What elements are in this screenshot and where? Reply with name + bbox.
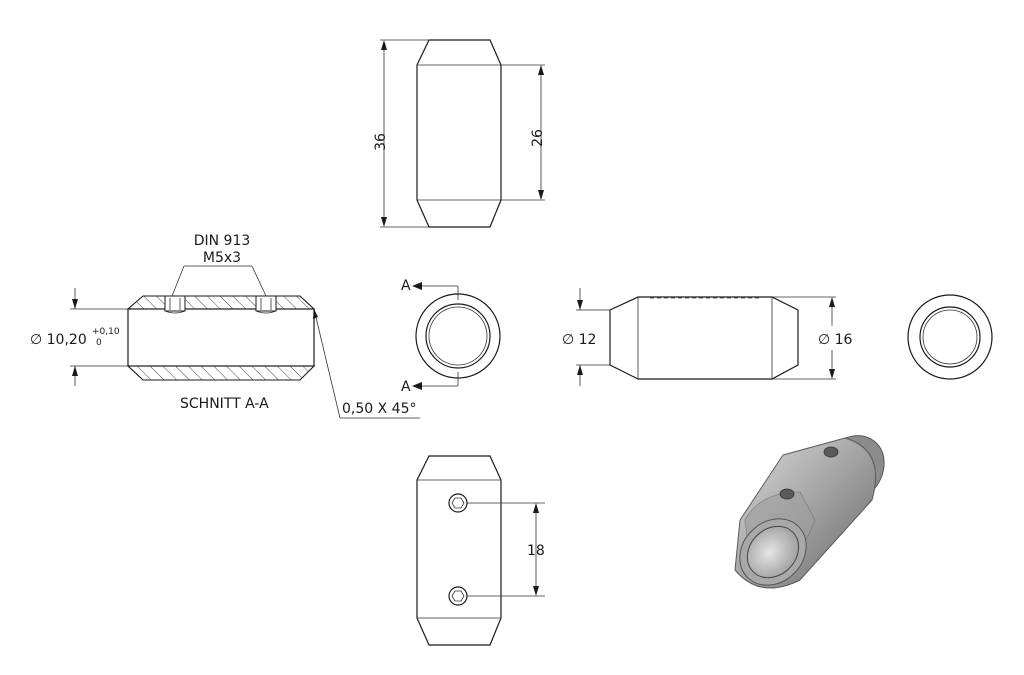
- side-view-outline: [609, 296, 799, 380]
- bore-dim: ∅ 10,20: [30, 332, 87, 348]
- screw-label-din: DIN 913: [194, 233, 251, 249]
- top-view-outline: [416, 39, 502, 228]
- section-wall-top: [126, 295, 316, 310]
- bore-tol-upper: +0,10: [92, 327, 120, 337]
- section-caption: SCHNITT A-A: [180, 396, 269, 412]
- dim-36: 36: [373, 133, 389, 151]
- section-view: DIN 913 M5x3 ∅ 10,20 +0,10 0 SCHNITT A-A…: [30, 233, 420, 419]
- right-end-view: [907, 294, 993, 380]
- dim-18: 18: [527, 543, 545, 559]
- top-view: 36 26: [373, 39, 546, 228]
- side-view: ∅ 12 ∅ 16: [562, 288, 853, 386]
- section-mark-top: A: [401, 278, 411, 294]
- section-bore: [127, 308, 315, 367]
- large-dia: ∅ 16: [818, 332, 853, 348]
- chamfer-label: 0,50 X 45°: [342, 401, 416, 417]
- set-screw-right: [255, 295, 277, 314]
- end-view: A A: [401, 278, 501, 395]
- isometric-render: [734, 435, 885, 589]
- screw-label-size: M5x3: [203, 250, 241, 266]
- set-screw-left: [164, 295, 186, 314]
- bottom-view-outline: [416, 455, 502, 646]
- small-dia: ∅ 12: [562, 332, 596, 348]
- section-wall-bottom: [126, 365, 316, 381]
- bottom-view: 18: [416, 455, 545, 646]
- bore-tol-lower: 0: [96, 338, 102, 348]
- dim-26: 26: [530, 129, 546, 147]
- section-mark-bottom: A: [401, 379, 411, 395]
